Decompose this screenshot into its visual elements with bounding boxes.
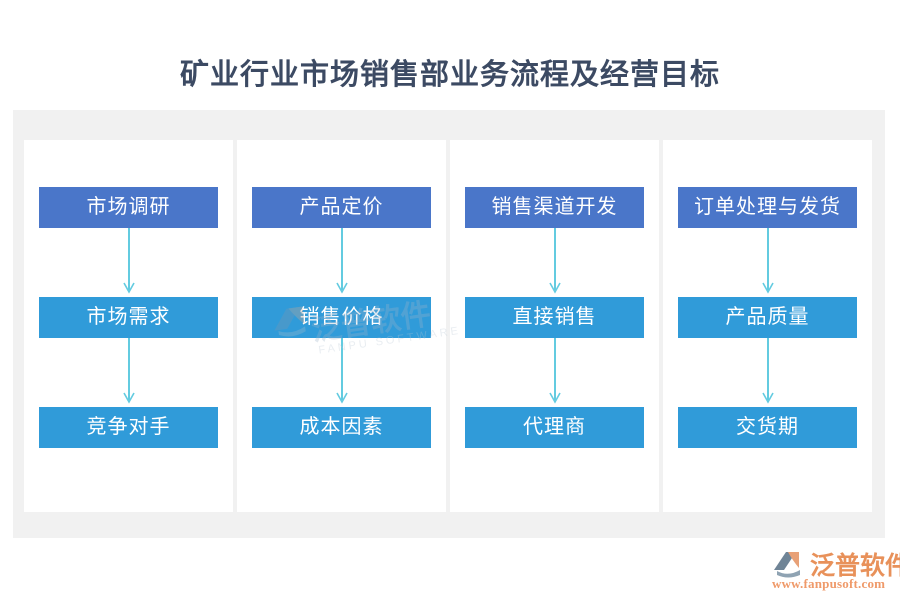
arrow-head-icon	[548, 392, 561, 404]
arrow-head-icon	[335, 282, 348, 294]
flow-arrow	[678, 228, 857, 297]
flow-column-order-shipping: 订单处理与发货产品质量交货期	[663, 140, 872, 512]
arrow-head-icon	[548, 282, 561, 294]
flow-arrow	[252, 228, 431, 297]
flow-box[interactable]: 产品定价	[252, 187, 431, 228]
flow-box[interactable]: 直接销售	[465, 297, 644, 338]
flow-box[interactable]: 市场调研	[39, 187, 218, 228]
flow-column-product-pricing: 产品定价销售价格成本因素	[237, 140, 446, 512]
flowchart-container: 市场调研市场需求竞争对手产品定价销售价格成本因素销售渠道开发直接销售代理商订单处…	[13, 110, 885, 538]
arrow-shaft	[340, 228, 343, 290]
arrow-shaft	[127, 338, 130, 400]
arrow-head-icon	[761, 282, 774, 294]
flow-arrow	[39, 228, 218, 297]
flow-box[interactable]: 代理商	[465, 407, 644, 448]
arrow-shaft	[553, 338, 556, 400]
arrow-shaft	[127, 228, 130, 290]
brand-name: 泛普软件	[810, 553, 900, 580]
flow-arrow	[465, 228, 644, 297]
arrow-shaft	[553, 228, 556, 290]
arrow-shaft	[766, 338, 769, 400]
arrow-head-icon	[122, 392, 135, 404]
flow-arrow	[39, 338, 218, 407]
arrow-shaft	[766, 228, 769, 290]
flow-box[interactable]: 市场需求	[39, 297, 218, 338]
brand-url[interactable]: www.fanpusoft.com	[772, 576, 886, 591]
flow-arrow	[252, 338, 431, 407]
flow-box[interactable]: 成本因素	[252, 407, 431, 448]
arrow-head-icon	[761, 392, 774, 404]
arrow-shaft	[340, 338, 343, 400]
flow-box[interactable]: 订单处理与发货	[678, 187, 857, 228]
arrow-head-icon	[122, 282, 135, 294]
page-title: 矿业行业市场销售部业务流程及经营目标	[179, 59, 720, 91]
flow-box[interactable]: 销售价格	[252, 297, 431, 338]
flow-column-market-research: 市场调研市场需求竞争对手	[24, 140, 233, 512]
flow-box[interactable]: 竞争对手	[39, 407, 218, 448]
flow-box[interactable]: 销售渠道开发	[465, 187, 644, 228]
brand-logo[interactable]: 泛普软件 www.fanpusoft.com	[770, 548, 900, 594]
flow-arrow	[465, 338, 644, 407]
flow-box[interactable]: 交货期	[678, 407, 857, 448]
flow-box[interactable]: 产品质量	[678, 297, 857, 338]
flow-arrow	[678, 338, 857, 407]
fanpu-logo-icon	[770, 549, 808, 584]
arrow-head-icon	[335, 392, 348, 404]
flow-column-sales-channel: 销售渠道开发直接销售代理商	[450, 140, 659, 512]
